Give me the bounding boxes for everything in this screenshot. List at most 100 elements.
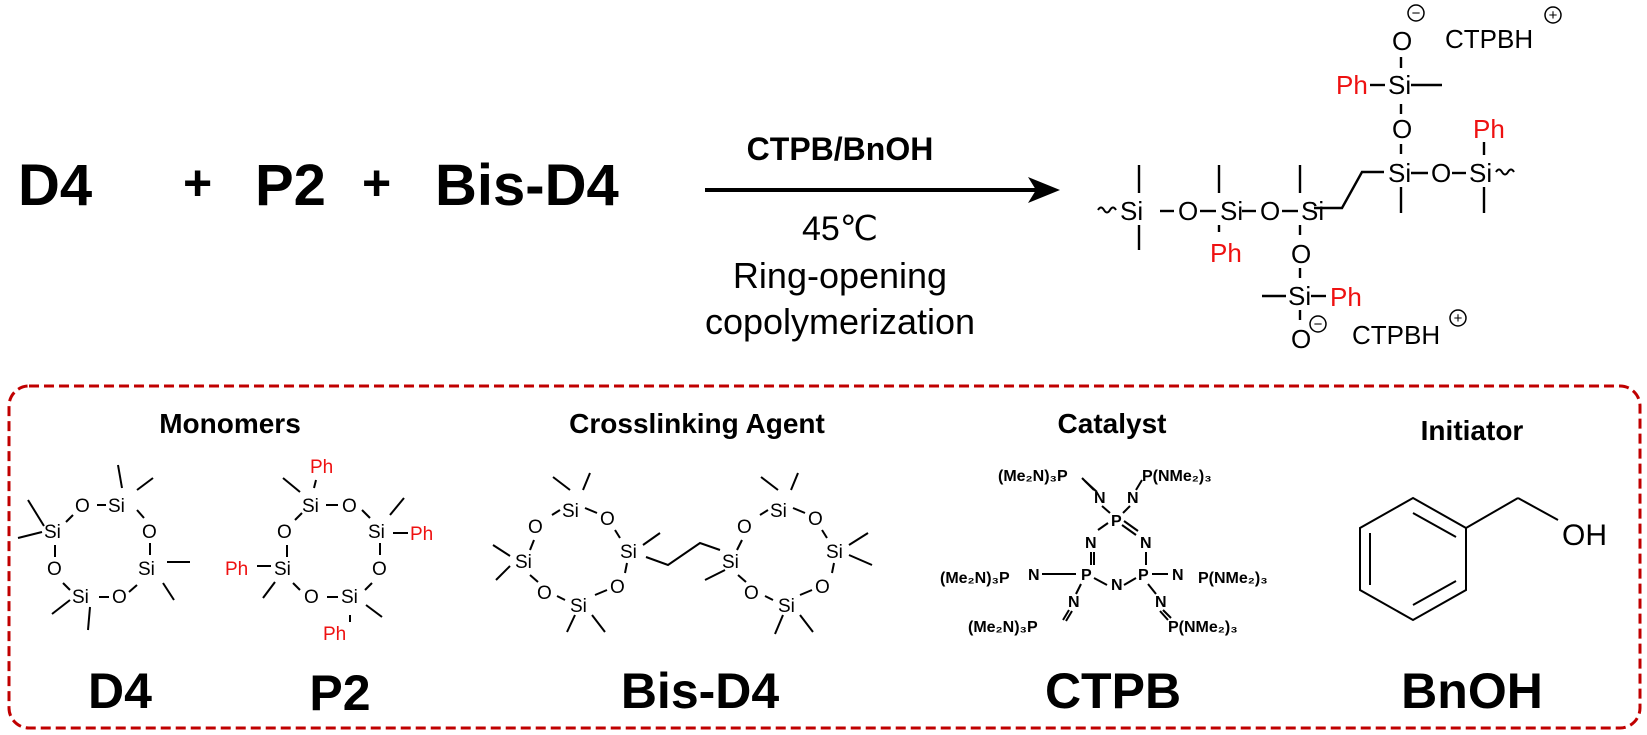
atom-si: Si — [1301, 196, 1324, 226]
atom-n: N — [1172, 567, 1184, 584]
atom-o: O — [342, 496, 357, 517]
plus-sign: + — [1454, 310, 1463, 327]
atom-o: O — [1291, 239, 1311, 269]
counterion-label: CTPBH — [1352, 320, 1440, 350]
product-structure: Si O Si O Si Ph Si O Si Ph O Si Ph — [1097, 4, 1562, 354]
atom-o: O — [142, 522, 157, 543]
phenyl-label: Ph — [1210, 238, 1242, 268]
atom-o: O — [744, 583, 759, 604]
phenyl-label: Ph — [1330, 282, 1362, 312]
atom-si: Si — [620, 542, 637, 563]
atom-o: O — [610, 577, 625, 598]
atom-o-anion: O — [1291, 324, 1311, 354]
atom-si: Si — [274, 559, 291, 580]
atom-n: N — [1127, 490, 1139, 507]
counterion-label: CTPBH — [1445, 24, 1533, 54]
group-label: (Me₂N)₃P — [940, 570, 1010, 587]
atom-o: O — [528, 517, 543, 538]
phenyl-label: Ph — [1336, 70, 1368, 100]
reaction-type-line1: Ring-opening — [733, 255, 947, 296]
atom-o: O — [737, 517, 752, 538]
section-title-monomers: Monomers — [159, 408, 301, 439]
group-label: P(NMe₂)₃ — [1198, 570, 1268, 587]
atom-si: Si — [826, 542, 843, 563]
atom-o: O — [304, 587, 319, 608]
atom-si: Si — [515, 552, 532, 573]
atom-o: O — [808, 509, 823, 530]
phenyl-label: Ph — [410, 524, 433, 545]
group-label: (Me₂N)₃P — [998, 468, 1068, 485]
arrow-conditions-reagents: CTPB/BnOH — [747, 131, 934, 167]
arrow-head-icon — [1028, 177, 1060, 203]
label-bnoh: BnOH — [1401, 663, 1543, 719]
section-title-initiator: Initiator — [1421, 415, 1524, 446]
reaction-temperature: 45℃ — [802, 210, 878, 248]
components-legend-box — [7, 384, 1642, 730]
atom-o: O — [1392, 114, 1412, 144]
atom-n: N — [1028, 567, 1040, 584]
atom-si: Si — [722, 552, 739, 573]
positive-charge-icon — [1544, 6, 1562, 24]
phenyl-label: Ph — [1473, 114, 1505, 144]
atom-si: Si — [138, 559, 155, 580]
atom-o: O — [1431, 158, 1451, 188]
atom-n: N — [1111, 577, 1123, 594]
plus-sign: + — [1549, 7, 1558, 24]
group-label: P(NMe₂)₃ — [1168, 619, 1238, 636]
atom-si: Si — [1388, 70, 1411, 100]
structure-bnoh: OH — [1359, 496, 1607, 622]
reactant-p2: P2 — [255, 153, 326, 218]
reaction-type-line2: copolymerization — [705, 301, 975, 342]
atom-si: Si — [1469, 158, 1492, 188]
label-ctpb: CTPB — [1045, 663, 1181, 719]
structure-bis-d4: Si O Si O Si O Si O Si O Si O Si O Si O — [492, 472, 873, 635]
atom-si: Si — [570, 596, 587, 617]
label-bis-d4: Bis-D4 — [621, 663, 780, 719]
atom-si: Si — [1120, 196, 1143, 226]
atom-si: Si — [368, 522, 385, 543]
chain-end-wavy-icon — [1097, 206, 1117, 214]
atom-n: N — [1155, 594, 1167, 611]
atom-p: P — [1081, 567, 1092, 584]
atom-o: O — [47, 559, 62, 580]
reaction-equation: D4 + P2 + Bis-D4 CTPB/BnOH 45℃ Ring-open… — [18, 131, 1060, 342]
atom-si: Si — [302, 496, 319, 517]
structure-p2: Si O Si O Si O Si O Ph Ph Ph Ph — [225, 457, 433, 645]
atom-si: Si — [108, 496, 125, 517]
atom-o: O — [372, 559, 387, 580]
group-label: (Me₂N)₃P — [968, 619, 1038, 636]
atom-si: Si — [341, 587, 358, 608]
atom-o: O — [277, 522, 292, 543]
minus-sign: − — [1412, 5, 1421, 22]
label-p2: P2 — [309, 665, 370, 721]
atom-o: O — [1260, 196, 1280, 226]
atom-n: N — [1094, 490, 1106, 507]
atom-n: N — [1068, 594, 1080, 611]
positive-charge-icon — [1449, 309, 1467, 327]
atom-n: N — [1140, 535, 1152, 552]
structure-ctpb: (Me₂N)₃P P(NMe₂)₃ N N P N N (Me₂N)₃P N P… — [940, 468, 1268, 636]
atom-o: O — [815, 577, 830, 598]
plus-sign-2: + — [362, 155, 391, 211]
phenyl-label: Ph — [310, 457, 333, 478]
atom-si: Si — [770, 501, 787, 522]
negative-charge-icon — [1407, 4, 1425, 22]
phenyl-label: Ph — [225, 559, 248, 580]
reactant-d4: D4 — [18, 153, 92, 218]
negative-charge-icon — [1309, 315, 1327, 333]
atom-si: Si — [1288, 281, 1311, 311]
atom-si: Si — [778, 596, 795, 617]
atom-o: O — [537, 583, 552, 604]
minus-sign: − — [1314, 316, 1323, 333]
atom-si: Si — [44, 522, 61, 543]
atom-p: P — [1138, 567, 1149, 584]
atom-si: Si — [1220, 196, 1243, 226]
atom-si: Si — [562, 501, 579, 522]
atom-o: O — [75, 496, 90, 517]
chain-end-wavy-icon — [1495, 168, 1515, 176]
group-label: P(NMe₂)₃ — [1142, 468, 1212, 485]
atom-o: O — [600, 509, 615, 530]
atom-o-anion: O — [1392, 26, 1412, 56]
section-title-crosslinking-agent: Crosslinking Agent — [569, 408, 825, 439]
